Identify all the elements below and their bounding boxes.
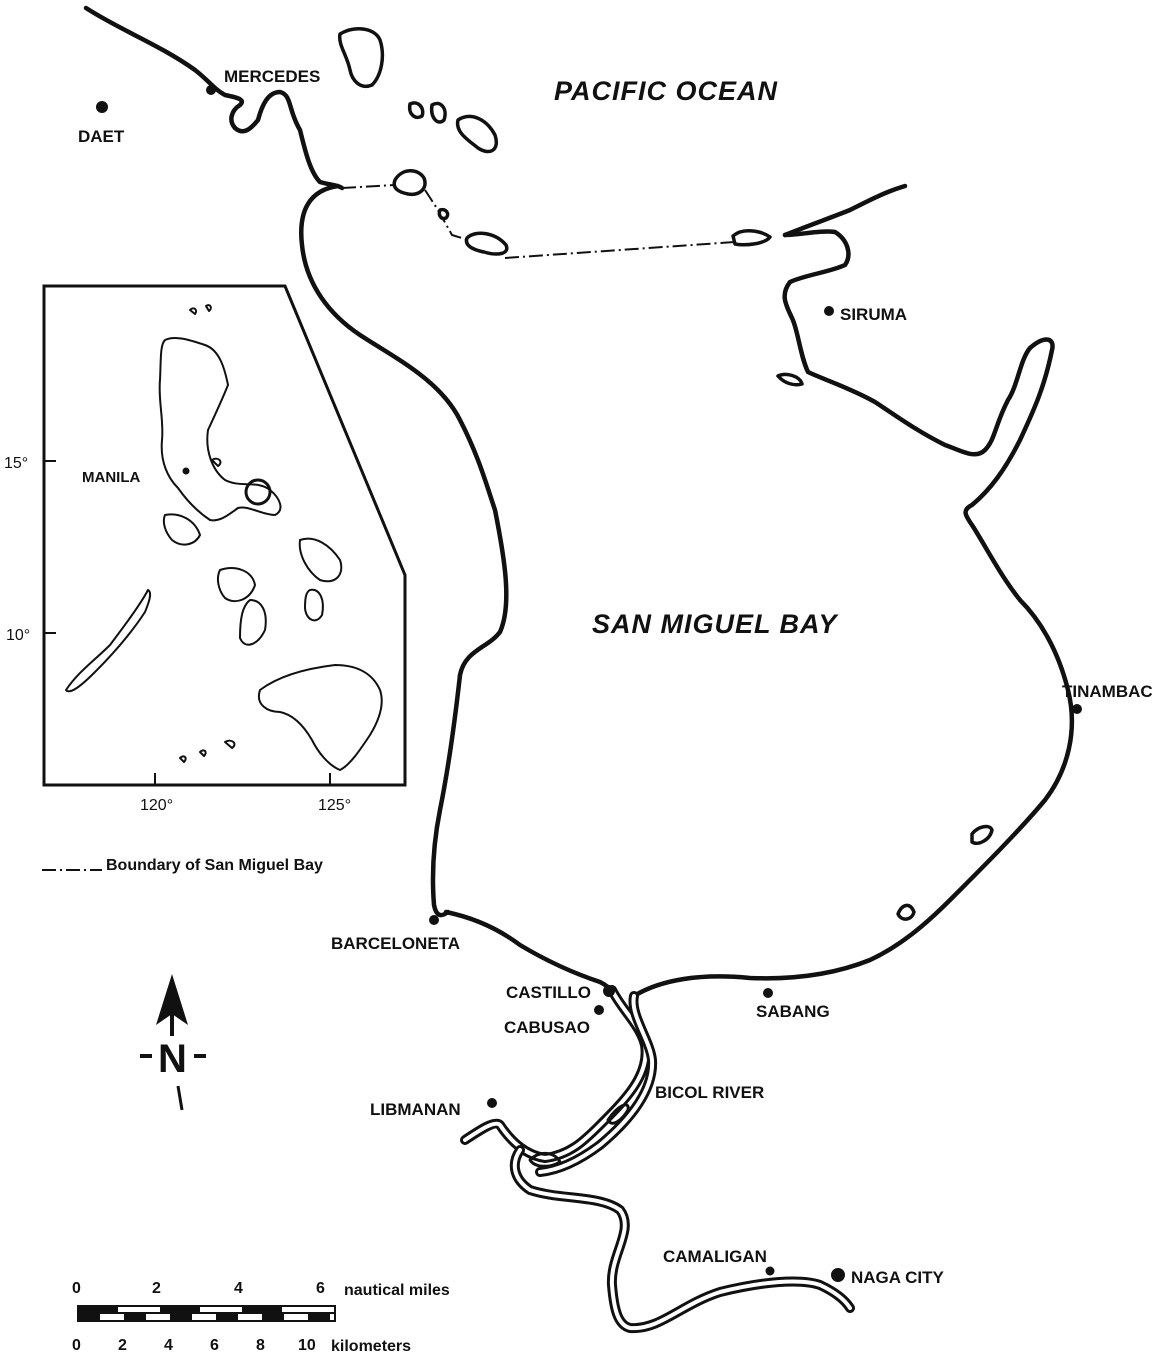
small-island — [189, 307, 198, 315]
island — [429, 101, 447, 124]
north-arrow: N — [140, 974, 206, 1111]
inset-lon-120: 120° — [140, 797, 173, 814]
dot-libmanan — [487, 1098, 497, 1108]
inset-lat-10: 10° — [6, 627, 30, 644]
scale-nm-unit: nautical miles — [344, 1282, 450, 1299]
negros — [239, 599, 267, 646]
small-island — [224, 739, 236, 749]
label-barceloneta: BARCELONETA — [331, 934, 460, 953]
scale-km-tick-0: 0 — [72, 1337, 81, 1354]
dot-daet — [96, 101, 108, 113]
scale-km-tick-8: 8 — [256, 1337, 265, 1354]
dot-castillo — [603, 985, 615, 997]
label-libmanan: LIBMANAN — [370, 1100, 461, 1119]
label-san-miguel-bay: SAN MIGUEL BAY — [592, 609, 840, 639]
bicol-river — [460, 985, 855, 1334]
place-labels: MERCEDES DAET SIRUMA TINAMBAC BARCELONET… — [78, 67, 1153, 1287]
scale-km-tick-6: 6 — [210, 1337, 219, 1354]
legend-boundary-label: Boundary of San Miguel Bay — [106, 857, 323, 874]
label-cabusao: CABUSAO — [504, 1018, 590, 1037]
island — [407, 101, 425, 120]
scale-km-tick-4: 4 — [164, 1337, 173, 1354]
islands — [337, 27, 994, 921]
inset-lon-125: 125° — [318, 797, 351, 814]
dot-mercedes — [206, 85, 216, 95]
scale-nm-tick-0: 0 — [72, 1280, 81, 1297]
label-bicol-river: BICOL RIVER — [655, 1083, 764, 1102]
bay-boundary-line — [341, 184, 736, 259]
label-tinambac: TINAMBAC — [1062, 682, 1153, 701]
scale-nm-tick-2: 2 — [152, 1280, 161, 1297]
mindoro — [162, 513, 201, 546]
island — [392, 169, 427, 197]
mindanao — [257, 664, 383, 771]
dot-naga-city — [831, 1268, 845, 1282]
bay-coastline — [83, 5, 1075, 999]
island — [896, 903, 916, 921]
island — [455, 114, 498, 154]
label-sabang: SABANG — [756, 1002, 830, 1021]
small-island — [199, 749, 207, 757]
inset-label-manila: MANILA — [82, 469, 140, 486]
dot-barceloneta — [429, 915, 439, 925]
inset-map: MANILA 15° 10° 120° 125° — [4, 284, 407, 814]
north-arrow-letter: N — [158, 1037, 187, 1081]
legend: Boundary of San Miguel Bay — [42, 857, 323, 874]
leyte — [304, 588, 324, 622]
panay — [216, 567, 256, 603]
samar — [298, 537, 343, 583]
island — [970, 824, 994, 845]
north-arrow-head — [156, 974, 188, 1025]
label-mercedes: MERCEDES — [224, 67, 320, 86]
island — [437, 207, 450, 221]
label-pacific-ocean: PACIFIC OCEAN — [554, 76, 778, 106]
inset-lat-15: 15° — [4, 455, 28, 472]
scale-nm-tick-6: 6 — [316, 1280, 325, 1297]
settlement-dots — [96, 85, 1082, 1282]
small-island — [211, 457, 222, 467]
label-naga-city: NAGA CITY — [851, 1268, 945, 1287]
island — [776, 372, 804, 387]
inset-frame — [42, 284, 407, 787]
scale-bar: 0 2 4 6 nautical miles 0 2 4 6 8 10 kilo… — [72, 1280, 450, 1355]
inset-manila-dot — [182, 467, 190, 475]
dot-cabusao — [594, 1005, 604, 1015]
label-camaligan: CAMALIGAN — [663, 1247, 767, 1266]
dot-tinambac — [1072, 704, 1082, 714]
island — [731, 229, 772, 247]
scale-km-tick-2: 2 — [118, 1337, 127, 1354]
inset-study-area-marker — [244, 478, 272, 506]
dot-siruma — [824, 306, 834, 316]
luzon — [158, 336, 282, 522]
dot-sabang — [763, 988, 773, 998]
scale-nm-tick-4: 4 — [234, 1280, 243, 1297]
island — [464, 231, 509, 256]
small-island — [179, 755, 187, 763]
label-daet: DAET — [78, 127, 125, 146]
label-castillo: CASTILLO — [506, 983, 591, 1002]
dot-camaligan — [765, 1266, 775, 1276]
small-island — [205, 304, 212, 312]
island — [337, 27, 385, 88]
scale-km-tick-10: 10 — [298, 1337, 316, 1354]
label-siruma: SIRUMA — [840, 305, 907, 324]
scale-km-unit: kilometers — [331, 1338, 411, 1355]
palawan — [65, 589, 152, 693]
